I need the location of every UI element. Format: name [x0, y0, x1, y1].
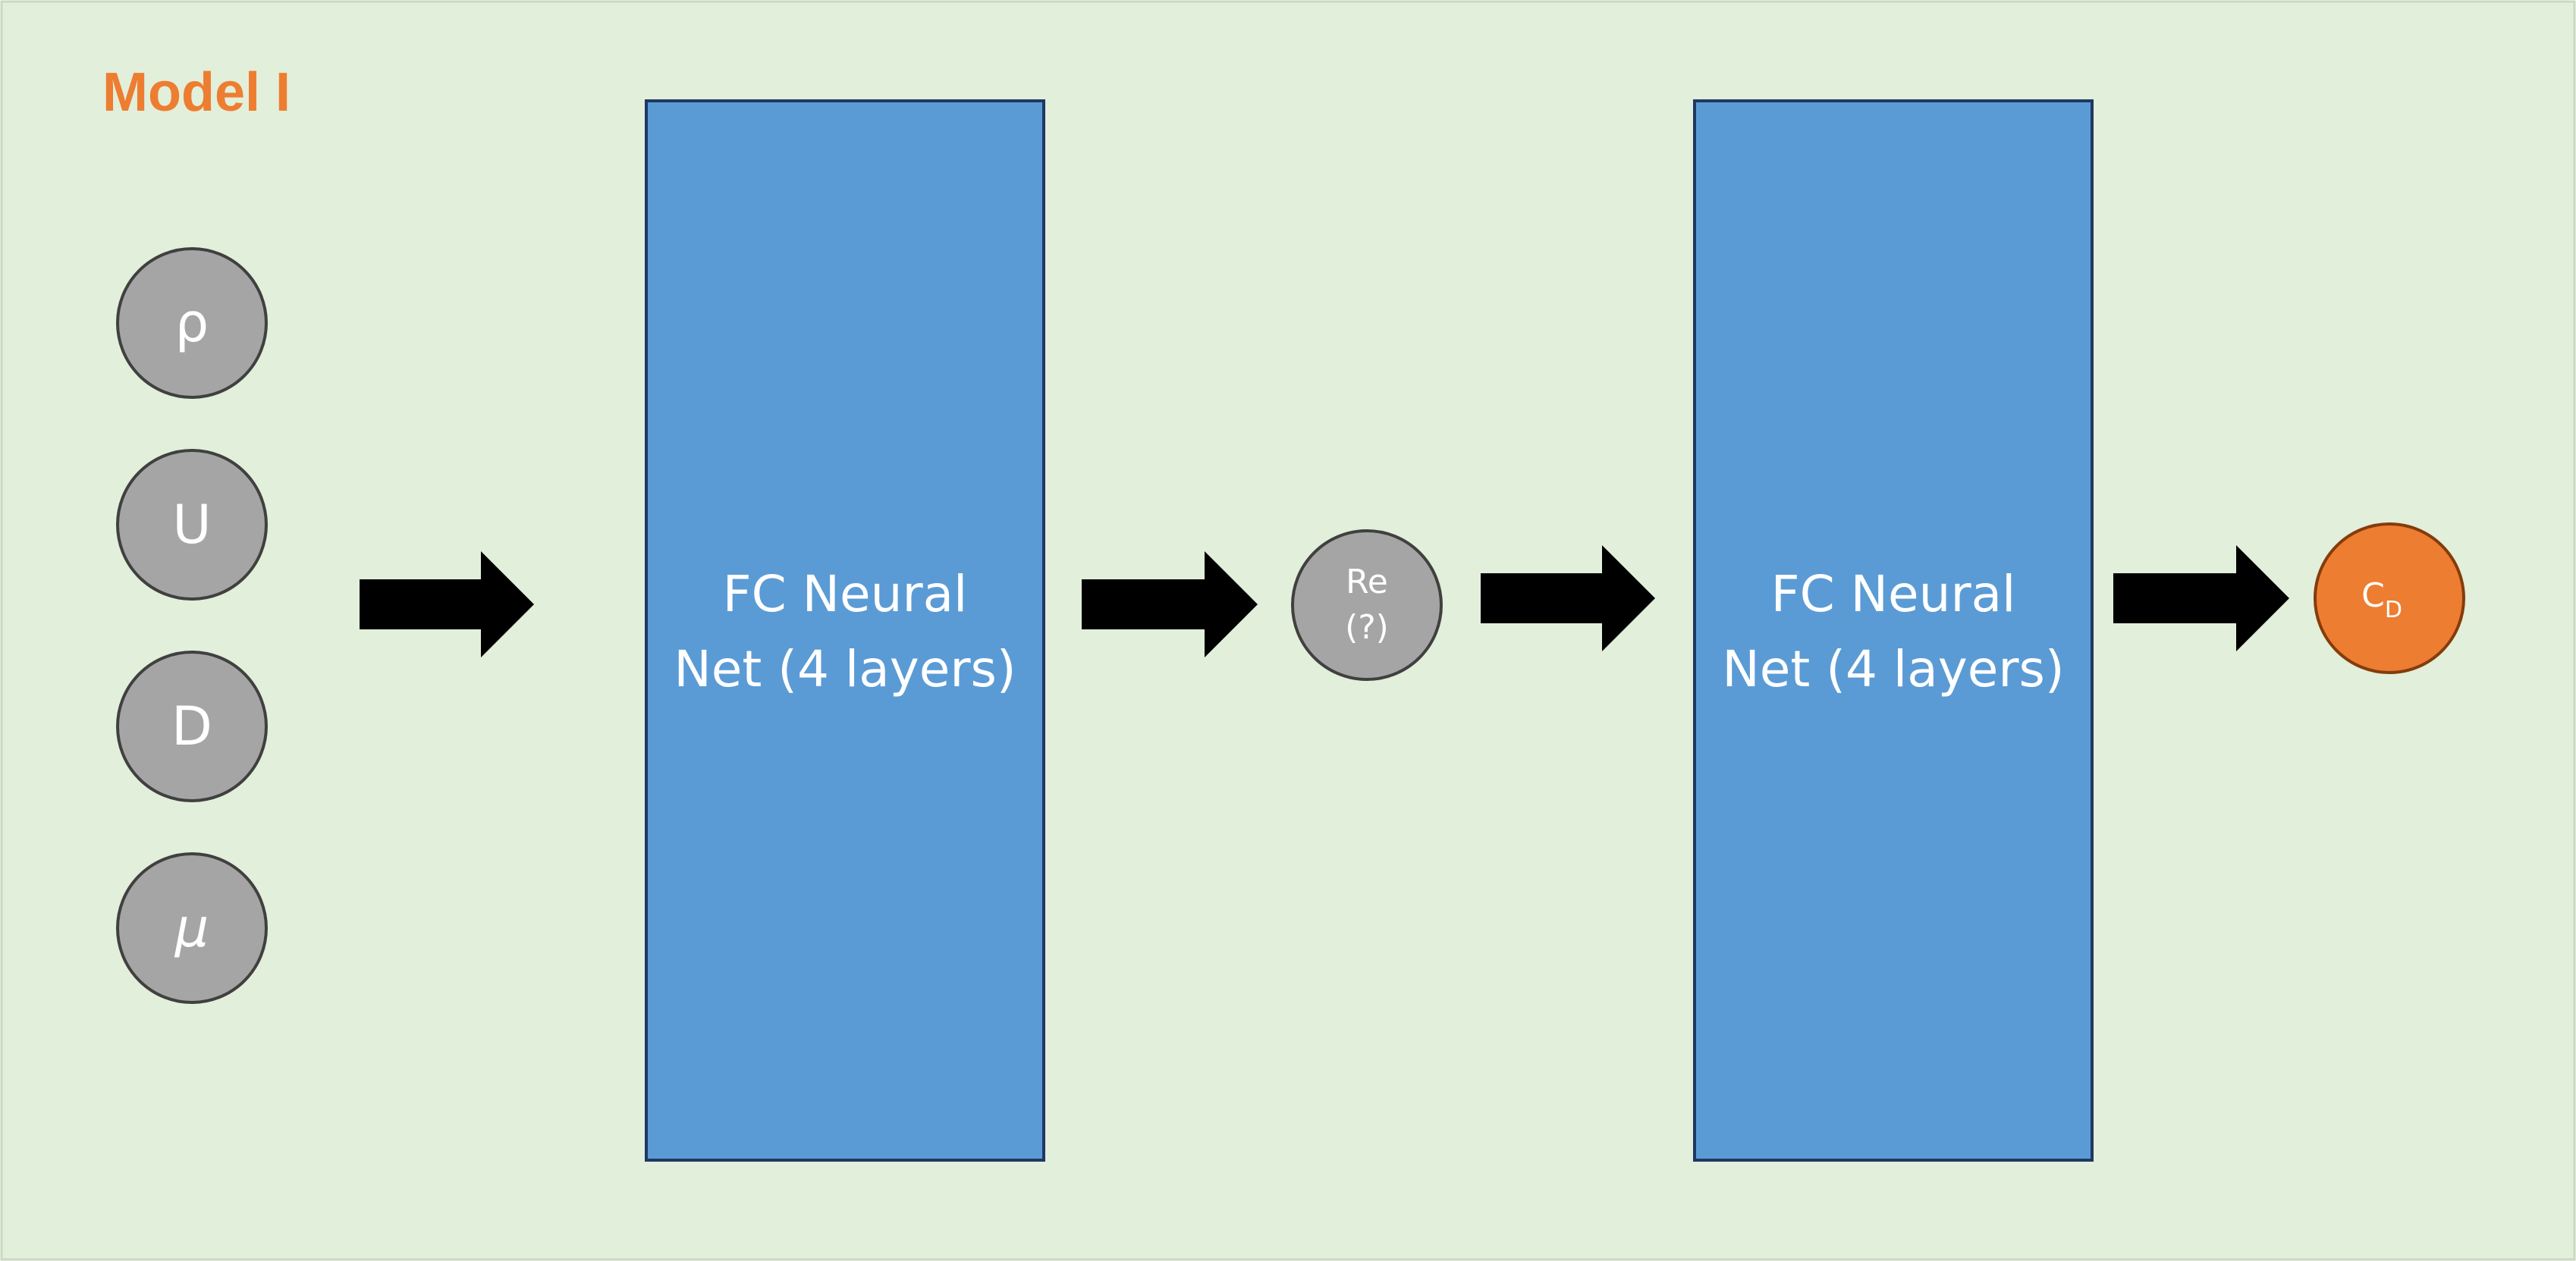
- fc-neural-net-block-1: FC Neural Net (4 layers): [645, 99, 1045, 1162]
- arrow-right-icon: [2113, 545, 2289, 651]
- block-rect: [1693, 99, 2094, 1162]
- input-node-circle: [116, 651, 268, 802]
- intermediate-node-circle: [1291, 529, 1443, 681]
- input-node-rho: ρ: [116, 247, 268, 399]
- intermediate-node-re: Re (?): [1291, 529, 1443, 681]
- arrow-right-icon: [1481, 545, 1655, 651]
- block-label-line1: FC Neural: [1771, 565, 2016, 623]
- block-label-line2: Net (4 layers): [674, 640, 1016, 698]
- output-node-cd: CD: [2314, 522, 2465, 674]
- block-rect: [645, 99, 1045, 1162]
- input-node-label: U: [172, 494, 211, 556]
- intermediate-node-label-line2: (?): [1345, 608, 1389, 647]
- fc-neural-net-block-2: FC Neural Net (4 layers): [1693, 99, 2094, 1162]
- input-node-label: μ: [174, 897, 209, 959]
- output-node-circle: [2314, 522, 2465, 674]
- input-node-circle: [116, 852, 268, 1004]
- input-node-label: D: [171, 695, 212, 758]
- input-node-circle: [116, 449, 268, 601]
- input-node-label: ρ: [175, 292, 209, 354]
- output-node-main: C: [2361, 576, 2385, 615]
- input-node-u: U: [116, 449, 268, 601]
- output-node-subscript: D: [2385, 597, 2402, 623]
- model-title: Model I: [102, 62, 291, 123]
- arrow-right-icon: [360, 551, 534, 657]
- input-node-mu: μ: [116, 852, 268, 1004]
- output-node-label: CD: [2361, 576, 2402, 623]
- intermediate-node-label-line1: Re: [1346, 563, 1388, 601]
- block-label-line1: FC Neural: [723, 565, 968, 623]
- input-node-d: D: [116, 651, 268, 802]
- input-node-circle: [116, 247, 268, 399]
- block-label-line2: Net (4 layers): [1722, 640, 2064, 698]
- arrow-right-icon: [1082, 551, 1258, 657]
